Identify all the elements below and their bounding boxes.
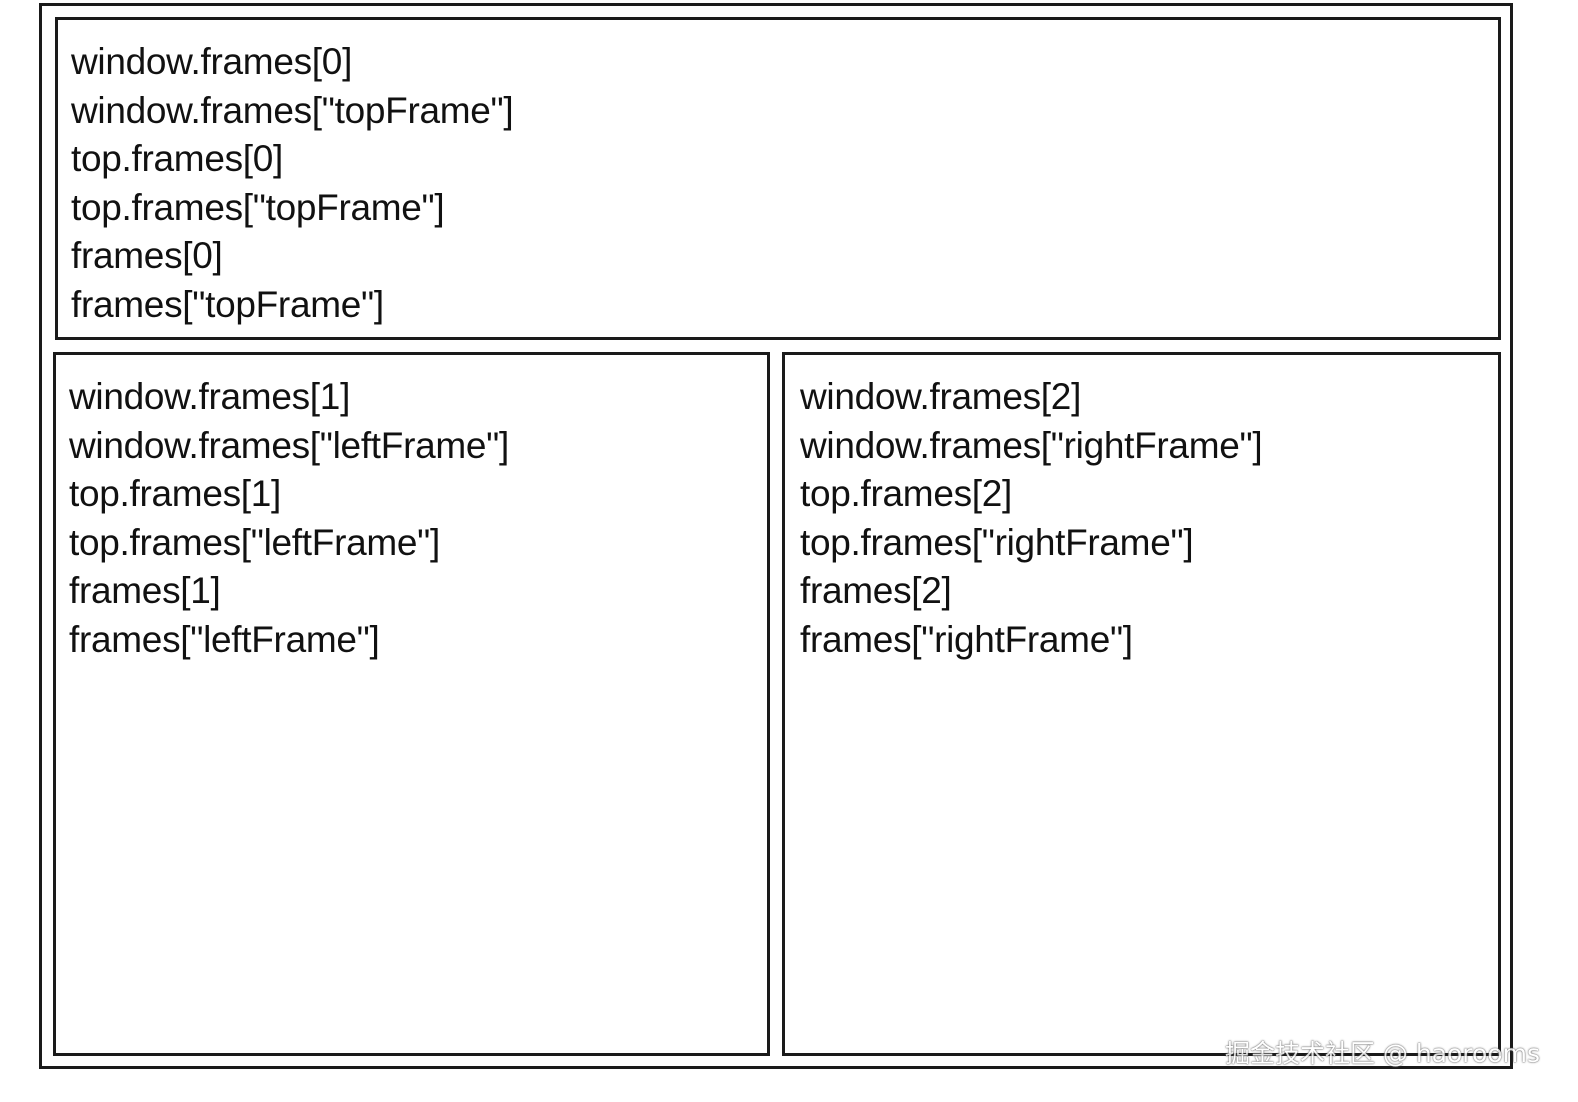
top-frame-line: frames["topFrame"] [71,283,384,325]
right-frame-line: top.frames["rightFrame"] [800,521,1194,563]
left-frame-line: top.frames[1] [69,473,282,514]
top-frame-line: top.frames["topFrame"] [71,186,445,228]
left-frame: window.frames[1] window.frames["leftFram… [53,352,770,1056]
right-frame-line: window.frames[2] [800,376,1082,417]
top-frame-line: window.frames["topFrame"] [71,89,514,131]
left-frame-line: frames[1] [69,570,221,611]
right-frame-line: top.frames[2] [800,473,1013,514]
right-frame-line: frames[2] [800,570,952,611]
top-frame-line: top.frames[0] [71,138,284,179]
left-frame-line: frames["leftFrame"] [69,618,380,660]
left-frame-line: top.frames["leftFrame"] [69,521,440,563]
top-frame-line: frames[0] [71,235,223,276]
right-frame: window.frames[2] window.frames["rightFra… [782,352,1501,1056]
top-frame-line: window.frames[0] [71,41,353,82]
left-frame-line: window.frames["leftFrame"] [69,424,509,466]
watermark: 掘金技术社区 @ haorooms [1224,1039,1540,1068]
right-frame-line: window.frames["rightFrame"] [800,424,1263,466]
outer-window-frame [39,3,1513,1069]
top-frame: window.frames[0] window.frames["topFrame… [55,17,1501,340]
right-frame-line: frames["rightFrame"] [800,618,1133,660]
left-frame-line: window.frames[1] [69,376,351,417]
